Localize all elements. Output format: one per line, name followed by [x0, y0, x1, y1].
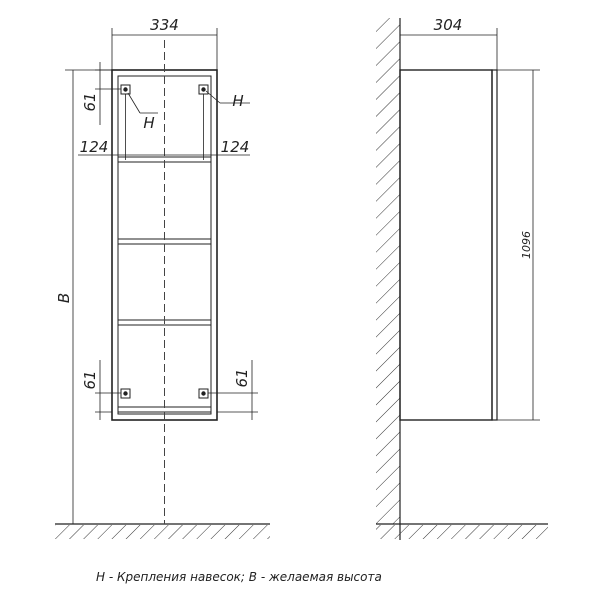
- height-label: B: [55, 293, 73, 303]
- wall: [376, 18, 401, 540]
- depth-dimension: 304: [399, 16, 498, 70]
- floor-front: [55, 523, 270, 539]
- top-offset-label: 61: [81, 92, 99, 111]
- cabinet-side-body: [399, 69, 493, 421]
- mount-point-top-left: [120, 84, 131, 95]
- side-height-dimension: 1096: [497, 69, 540, 421]
- depth-label: 304: [434, 16, 463, 34]
- legend-caption: H - Крепления навесок; B - желаемая высо…: [96, 570, 382, 584]
- width-label: 334: [150, 16, 179, 34]
- side-view: 304 1096: [376, 16, 548, 540]
- height-dimension: B: [55, 69, 112, 524]
- mount-point-bottom-left: [120, 388, 131, 399]
- cabinet-side-door: [491, 69, 498, 421]
- mount-label-top-left: H: [143, 114, 154, 132]
- mount-point-bottom-right: [198, 388, 209, 399]
- mount-label-top-right: H: [232, 92, 243, 110]
- bottom-offset-left-label: 61: [81, 370, 99, 389]
- bottom-offset-right-label: 61: [233, 368, 251, 387]
- side-left-label: 124: [80, 138, 109, 156]
- bottom-offset-left: 61: [81, 360, 121, 420]
- side-right-label: 124: [221, 138, 250, 156]
- mount-label-h: H H: [127, 90, 250, 132]
- front-view: 334 61 124 124 H H: [55, 16, 270, 539]
- side-height-label: 1096: [520, 231, 533, 259]
- top-offset-dimension: 61: [81, 62, 121, 125]
- mount-point-top-right: [198, 84, 209, 95]
- width-dimension: 334: [111, 16, 218, 70]
- bottom-offset-right: 61: [208, 360, 258, 420]
- floor-side: [376, 523, 548, 539]
- side-offset-dimension: 124 124: [78, 94, 250, 160]
